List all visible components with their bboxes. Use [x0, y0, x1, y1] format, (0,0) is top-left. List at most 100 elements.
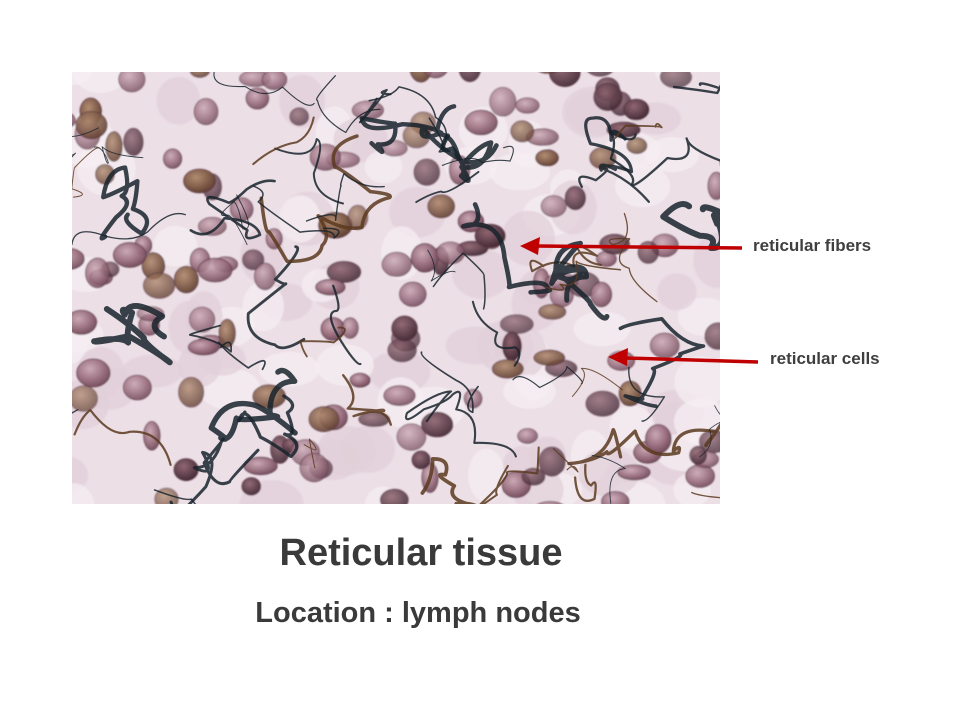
cell-nucleus — [623, 98, 650, 121]
cell-nucleus — [587, 72, 613, 77]
reticular-fiber — [614, 123, 663, 139]
cell-nucleus — [387, 338, 417, 363]
cytoplasm-blob — [368, 351, 431, 393]
reticular-fiber — [299, 326, 346, 358]
cell-nucleus — [459, 72, 481, 83]
reticular-fiber — [479, 446, 540, 504]
cytoplasm-blob — [503, 374, 556, 409]
cell-nucleus — [515, 97, 540, 114]
cytoplasm-blob — [72, 483, 95, 504]
cytoplasm-blob — [445, 326, 505, 365]
reticular-fiber — [608, 212, 658, 303]
cell-nucleus — [299, 452, 329, 483]
reticular-fiber — [578, 167, 650, 203]
reticular-fiber — [91, 303, 173, 366]
label-reticular-cells: reticular cells — [770, 349, 880, 368]
reticular-fiber — [359, 104, 461, 161]
cell-nucleus — [76, 358, 111, 388]
reticular-fiber — [699, 405, 720, 458]
cell-nucleus — [383, 385, 416, 407]
reticular-fiber — [552, 448, 579, 473]
cell-nucleus — [241, 477, 262, 496]
cell-nucleus — [593, 82, 623, 112]
cell-nucleus — [189, 72, 210, 78]
cell-nucleus — [590, 281, 612, 308]
cell-nucleus — [685, 464, 715, 489]
cell-nucleus — [72, 385, 98, 412]
cell-nucleus — [163, 148, 183, 169]
reticular-fiber — [253, 185, 340, 239]
cell-nucleus — [122, 374, 152, 401]
cell-nucleus — [187, 339, 220, 356]
reticular-fiber — [217, 341, 266, 371]
cell-nucleus — [123, 127, 144, 157]
reticular-fiber — [246, 245, 306, 350]
cytoplasm-blob — [468, 448, 505, 503]
reticular-fiber — [72, 147, 101, 198]
cytoplasm-blob — [156, 76, 201, 125]
cell-nucleus — [245, 87, 270, 110]
cell-nucleus — [399, 281, 427, 307]
cell-nucleus — [537, 501, 563, 504]
reticular-fiber — [274, 138, 344, 205]
cell-nucleus — [413, 158, 441, 186]
reticular-fiber — [213, 72, 315, 106]
cell-nucleus — [113, 242, 147, 268]
cell-nucleus — [626, 137, 648, 155]
cell-nucleus — [349, 372, 371, 388]
cell-nucleus — [308, 406, 340, 433]
reticular-fiber — [440, 133, 499, 184]
cell-nucleus — [105, 131, 123, 162]
cell-nucleus — [533, 349, 566, 366]
slide-subtitle: Location : lymph nodes — [255, 597, 581, 629]
reticular-fiber — [208, 367, 298, 442]
cell-nucleus — [535, 149, 559, 167]
cytoplasm-blob — [609, 405, 655, 449]
cell-nucleus — [173, 266, 199, 294]
reticular-fiber — [329, 284, 362, 366]
reticular-fiber — [99, 165, 150, 241]
cell-nucleus — [564, 185, 587, 211]
label-reticular-fibers: reticular fibers — [753, 236, 872, 255]
cell-nucleus — [499, 314, 534, 335]
reticular-fiber — [441, 145, 514, 166]
reticular-fiber — [188, 324, 233, 353]
reticular-fiber — [512, 366, 583, 389]
cell-nucleus — [193, 98, 219, 126]
cytoplasm-blob — [452, 249, 511, 299]
reticular-fiber — [93, 146, 144, 164]
cell-nucleus — [510, 120, 535, 143]
cytoplasm-blob — [317, 425, 376, 476]
reticular-fiber — [628, 366, 666, 422]
cell-nucleus — [411, 450, 431, 470]
cell-nucleus — [143, 272, 176, 299]
cell-nucleus — [197, 257, 233, 283]
reticular-fiber — [303, 438, 317, 469]
cell-nucleus — [689, 445, 708, 465]
cell-nucleus — [241, 249, 265, 271]
reticular-fiber — [169, 437, 260, 504]
cell-nucleus — [517, 428, 538, 444]
cell-nucleus — [424, 72, 448, 79]
reticular-fiber — [316, 75, 381, 134]
cytoplasm-blob — [178, 344, 221, 388]
reticular-fiber — [471, 300, 521, 367]
reticular-fiber — [420, 351, 479, 414]
reticular-fiber — [660, 201, 720, 251]
reticular-fiber — [237, 394, 299, 459]
cell-nucleus — [396, 423, 427, 451]
cell-nucleus — [427, 194, 455, 219]
reticular-fiber — [252, 116, 315, 166]
cytoplasm-blob — [674, 356, 720, 408]
reticular-fiber — [544, 260, 622, 291]
cell-nucleus — [183, 168, 216, 194]
cell-nucleus — [617, 464, 651, 481]
reticular-fiber — [432, 252, 486, 310]
reticular-fiber — [358, 88, 392, 124]
cell-nucleus — [84, 257, 110, 289]
reticular-fiber — [415, 170, 480, 204]
cell-nucleus — [585, 390, 620, 417]
cytoplasm-blob — [364, 150, 403, 184]
reticular-fiber — [427, 249, 456, 282]
cell-nucleus — [649, 332, 680, 359]
